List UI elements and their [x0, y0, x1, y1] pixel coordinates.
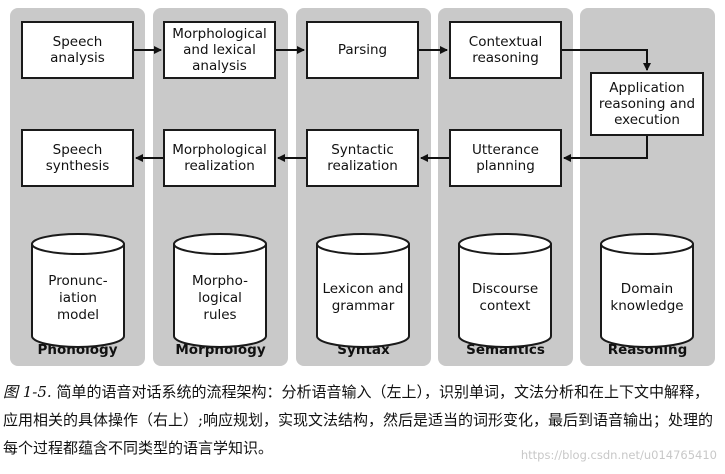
figure-label: 图 1-5.	[3, 383, 52, 401]
morphological-rules-label: Morpho- logical rules	[192, 272, 248, 323]
pronunciation-model-cylinder: Pronunc- iation model	[30, 232, 126, 350]
cylinder-shape	[31, 233, 125, 348]
syntactic-realization-box: Syntactic realization	[306, 129, 419, 187]
cylinder-shape	[173, 233, 267, 348]
arrow-context-to-application	[562, 49, 651, 71]
utterance-planning-box: Utterance planning	[449, 129, 562, 187]
cylinder-shape	[600, 233, 694, 348]
arrow-application-to-utterance	[563, 136, 648, 162]
morphological-rules-cylinder: Morpho- logical rules	[172, 232, 268, 350]
speech-synthesis-box: Speech synthesis	[21, 129, 134, 187]
domain-knowledge-cylinder: Domain knowledge	[599, 232, 695, 350]
flow-arrows	[134, 46, 651, 162]
discourse-context-cylinder: Discourse context	[457, 232, 553, 350]
pronunciation-model-label: Pronunc- iation model	[48, 272, 108, 323]
discourse-context-label: Discourse context	[471, 281, 539, 314]
speech-analysis-box: Speech analysis	[21, 21, 134, 79]
contextual-reasoning-box: Contextual reasoning	[449, 21, 562, 79]
watermark: https://blog.csdn.net/u014765410	[520, 448, 717, 462]
caption-text: 简单的语音对话系统的流程架构：分析语音输入（左上），识别单词，文法分析和在上下文…	[3, 383, 714, 457]
domain-knowledge-label: Domain knowledge	[610, 281, 684, 314]
lexicon-grammar-label: Lexicon and grammar	[322, 281, 404, 314]
morphological-realization-box: Morphological realization	[163, 129, 276, 187]
morphological-lexical-analysis-box: Morphological and lexical analysis	[163, 21, 276, 79]
parsing-box: Parsing	[306, 21, 419, 79]
figure-caption: 图 1-5. 简单的语音对话系统的流程架构：分析语音输入（左上），识别单词，文法…	[3, 378, 721, 462]
application-reasoning-box: Application reasoning and execution	[590, 72, 704, 136]
lexicon-grammar-cylinder: Lexicon and grammar	[315, 232, 411, 350]
cylinder-shape	[316, 233, 410, 348]
cylinder-shape	[458, 233, 552, 348]
